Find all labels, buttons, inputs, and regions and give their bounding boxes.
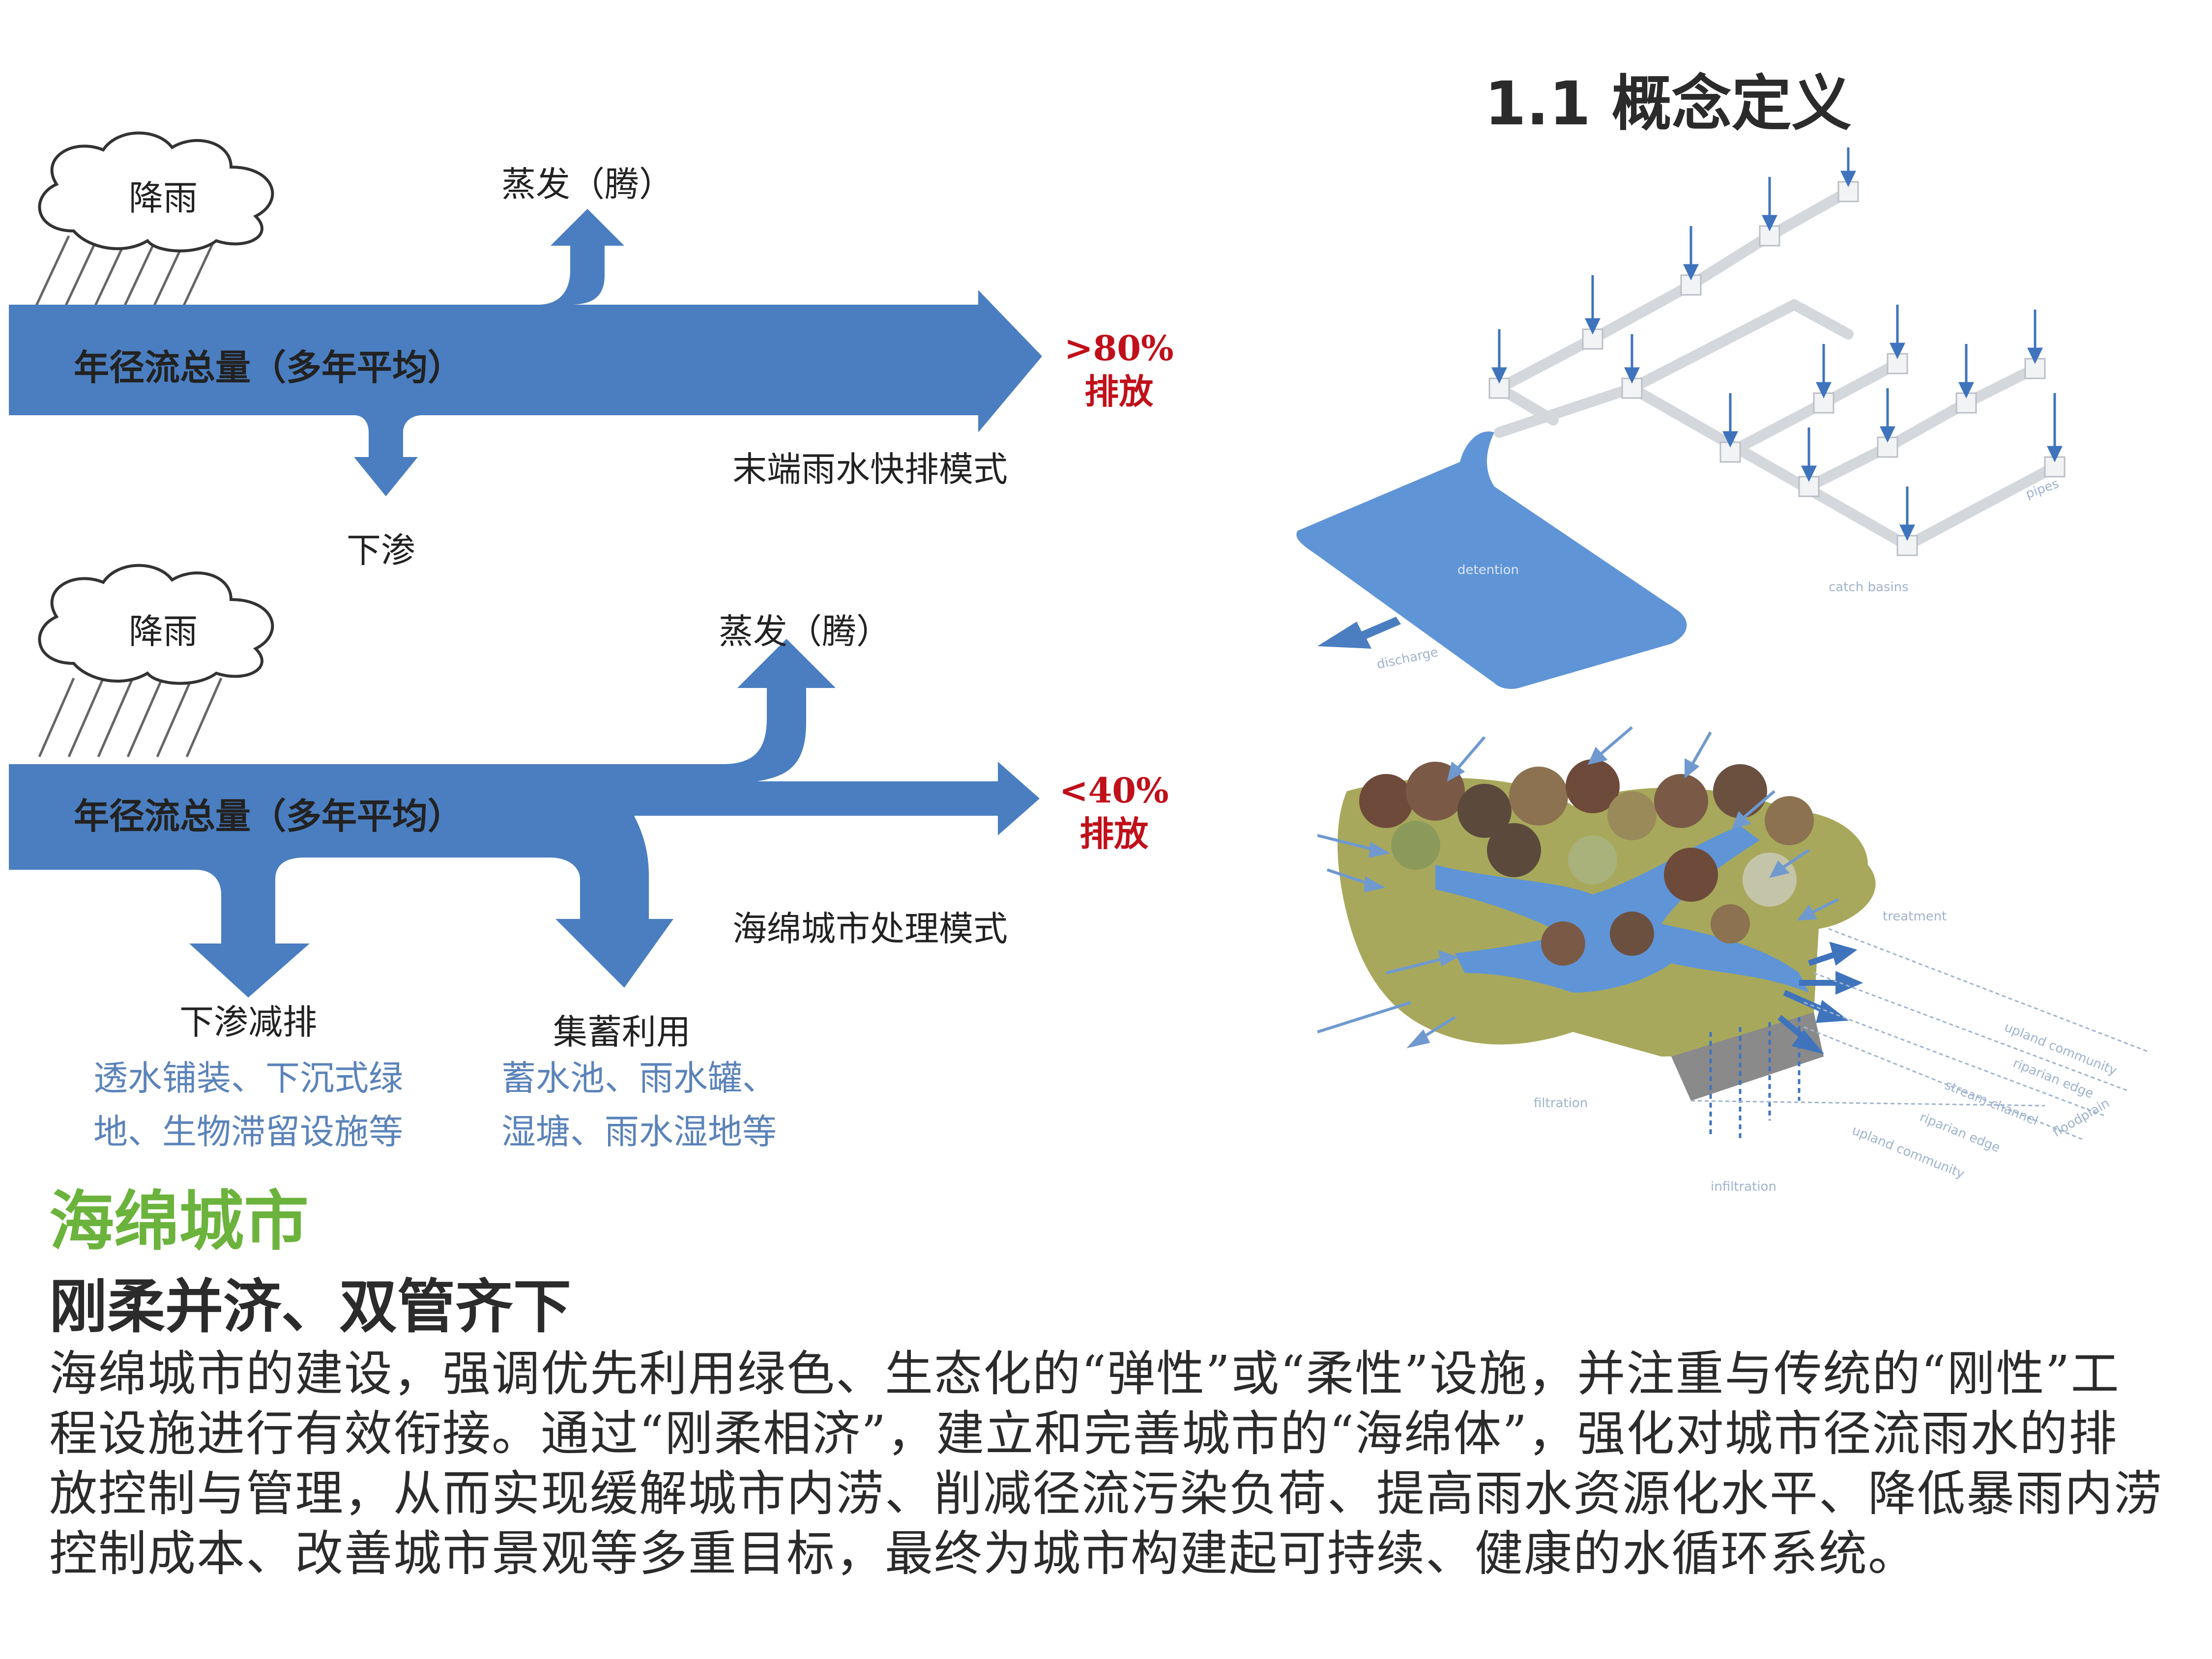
- discharge-arrow: [1317, 617, 1401, 649]
- inflow-arrows: [1491, 147, 2063, 541]
- storage-line-2: 湿塘、雨水湿地等: [501, 1111, 777, 1152]
- infiltration-title: 下渗减排: [179, 1002, 317, 1042]
- page-title: 1.1 概念定义: [1484, 69, 1852, 139]
- section-heading: 海绵城市: [49, 1184, 309, 1259]
- catch-basins-label: catch basins: [1829, 580, 1909, 595]
- storage-desc: 蓄水池、雨水罐、 湿塘、雨水湿地等: [501, 1052, 777, 1158]
- cloud-icon-bottom: [38, 564, 274, 685]
- top-flow-diagram: [9, 131, 1042, 496]
- main-flow-arrow-top: [9, 209, 1042, 496]
- trees: [1359, 759, 1814, 966]
- detention-label: detention: [1457, 563, 1519, 577]
- discharge-pct-bottom: <40%: [1059, 770, 1169, 811]
- section-body: 海绵城市的建设，强调优先利用绿色、生态化的“弹性”或“柔性”设施，并注重与传统的…: [49, 1346, 2163, 1582]
- infiltration-arrows: [1709, 1017, 1801, 1140]
- discharge-top: >80% 排放: [1064, 327, 1174, 413]
- flow-label-top: 年径流总量（多年平均）: [74, 346, 464, 388]
- pipe-network-illustration: [1296, 147, 2066, 689]
- evaporation-label-top: 蒸发（腾）: [501, 164, 673, 204]
- rain-streaks-bottom: [38, 677, 223, 758]
- infiltration-label-top: 下渗: [347, 530, 415, 571]
- flow-label-bottom: 年径流总量（多年平均）: [74, 795, 464, 837]
- section-lines: [1690, 928, 2149, 1141]
- infiltration-line-1: 透水铺装、下沉式绿: [93, 1058, 403, 1098]
- section-subheading: 刚柔并济、双管齐下: [49, 1273, 572, 1341]
- outflow-arrows: [1777, 942, 1863, 1055]
- rain-label-bottom: 降雨: [129, 611, 198, 652]
- cloud-icon-top: [38, 131, 274, 253]
- catch-basins: [1488, 181, 2066, 556]
- discharge-pct-top: >80%: [1064, 328, 1174, 369]
- sponge-landscape-illustration: [1317, 726, 2149, 1141]
- storage-line-1: 蓄水池、雨水罐、: [501, 1058, 777, 1098]
- discharge-word-top: 排放: [1084, 371, 1154, 412]
- detention-pond: [1296, 431, 1687, 689]
- mode-label-top: 末端雨水快排模式: [732, 449, 1008, 489]
- evaporation-label-bottom: 蒸发（腾）: [719, 611, 891, 652]
- rain-label-top: 降雨: [129, 178, 198, 218]
- infiltration-line-2: 地、生物滞留设施等: [93, 1111, 403, 1152]
- discharge-word-bottom: 排放: [1079, 813, 1149, 854]
- discharge-bottom: <40% 排放: [1059, 769, 1169, 855]
- bottom-flow-diagram: [9, 564, 1040, 998]
- storage-title: 集蓄利用: [553, 1012, 691, 1052]
- treatment-label: treatment: [1883, 909, 1947, 924]
- mode-label-bottom: 海绵城市处理模式: [732, 909, 1008, 949]
- main-flow-arrow-bottom: [9, 639, 1040, 998]
- infiltration-figure-label: infiltration: [1711, 1179, 1776, 1194]
- filtration-label: filtration: [1534, 1096, 1588, 1111]
- runoff-arrows: [1317, 726, 1839, 1049]
- infiltration-desc: 透水铺装、下沉式绿 地、生物滞留设施等: [93, 1052, 403, 1158]
